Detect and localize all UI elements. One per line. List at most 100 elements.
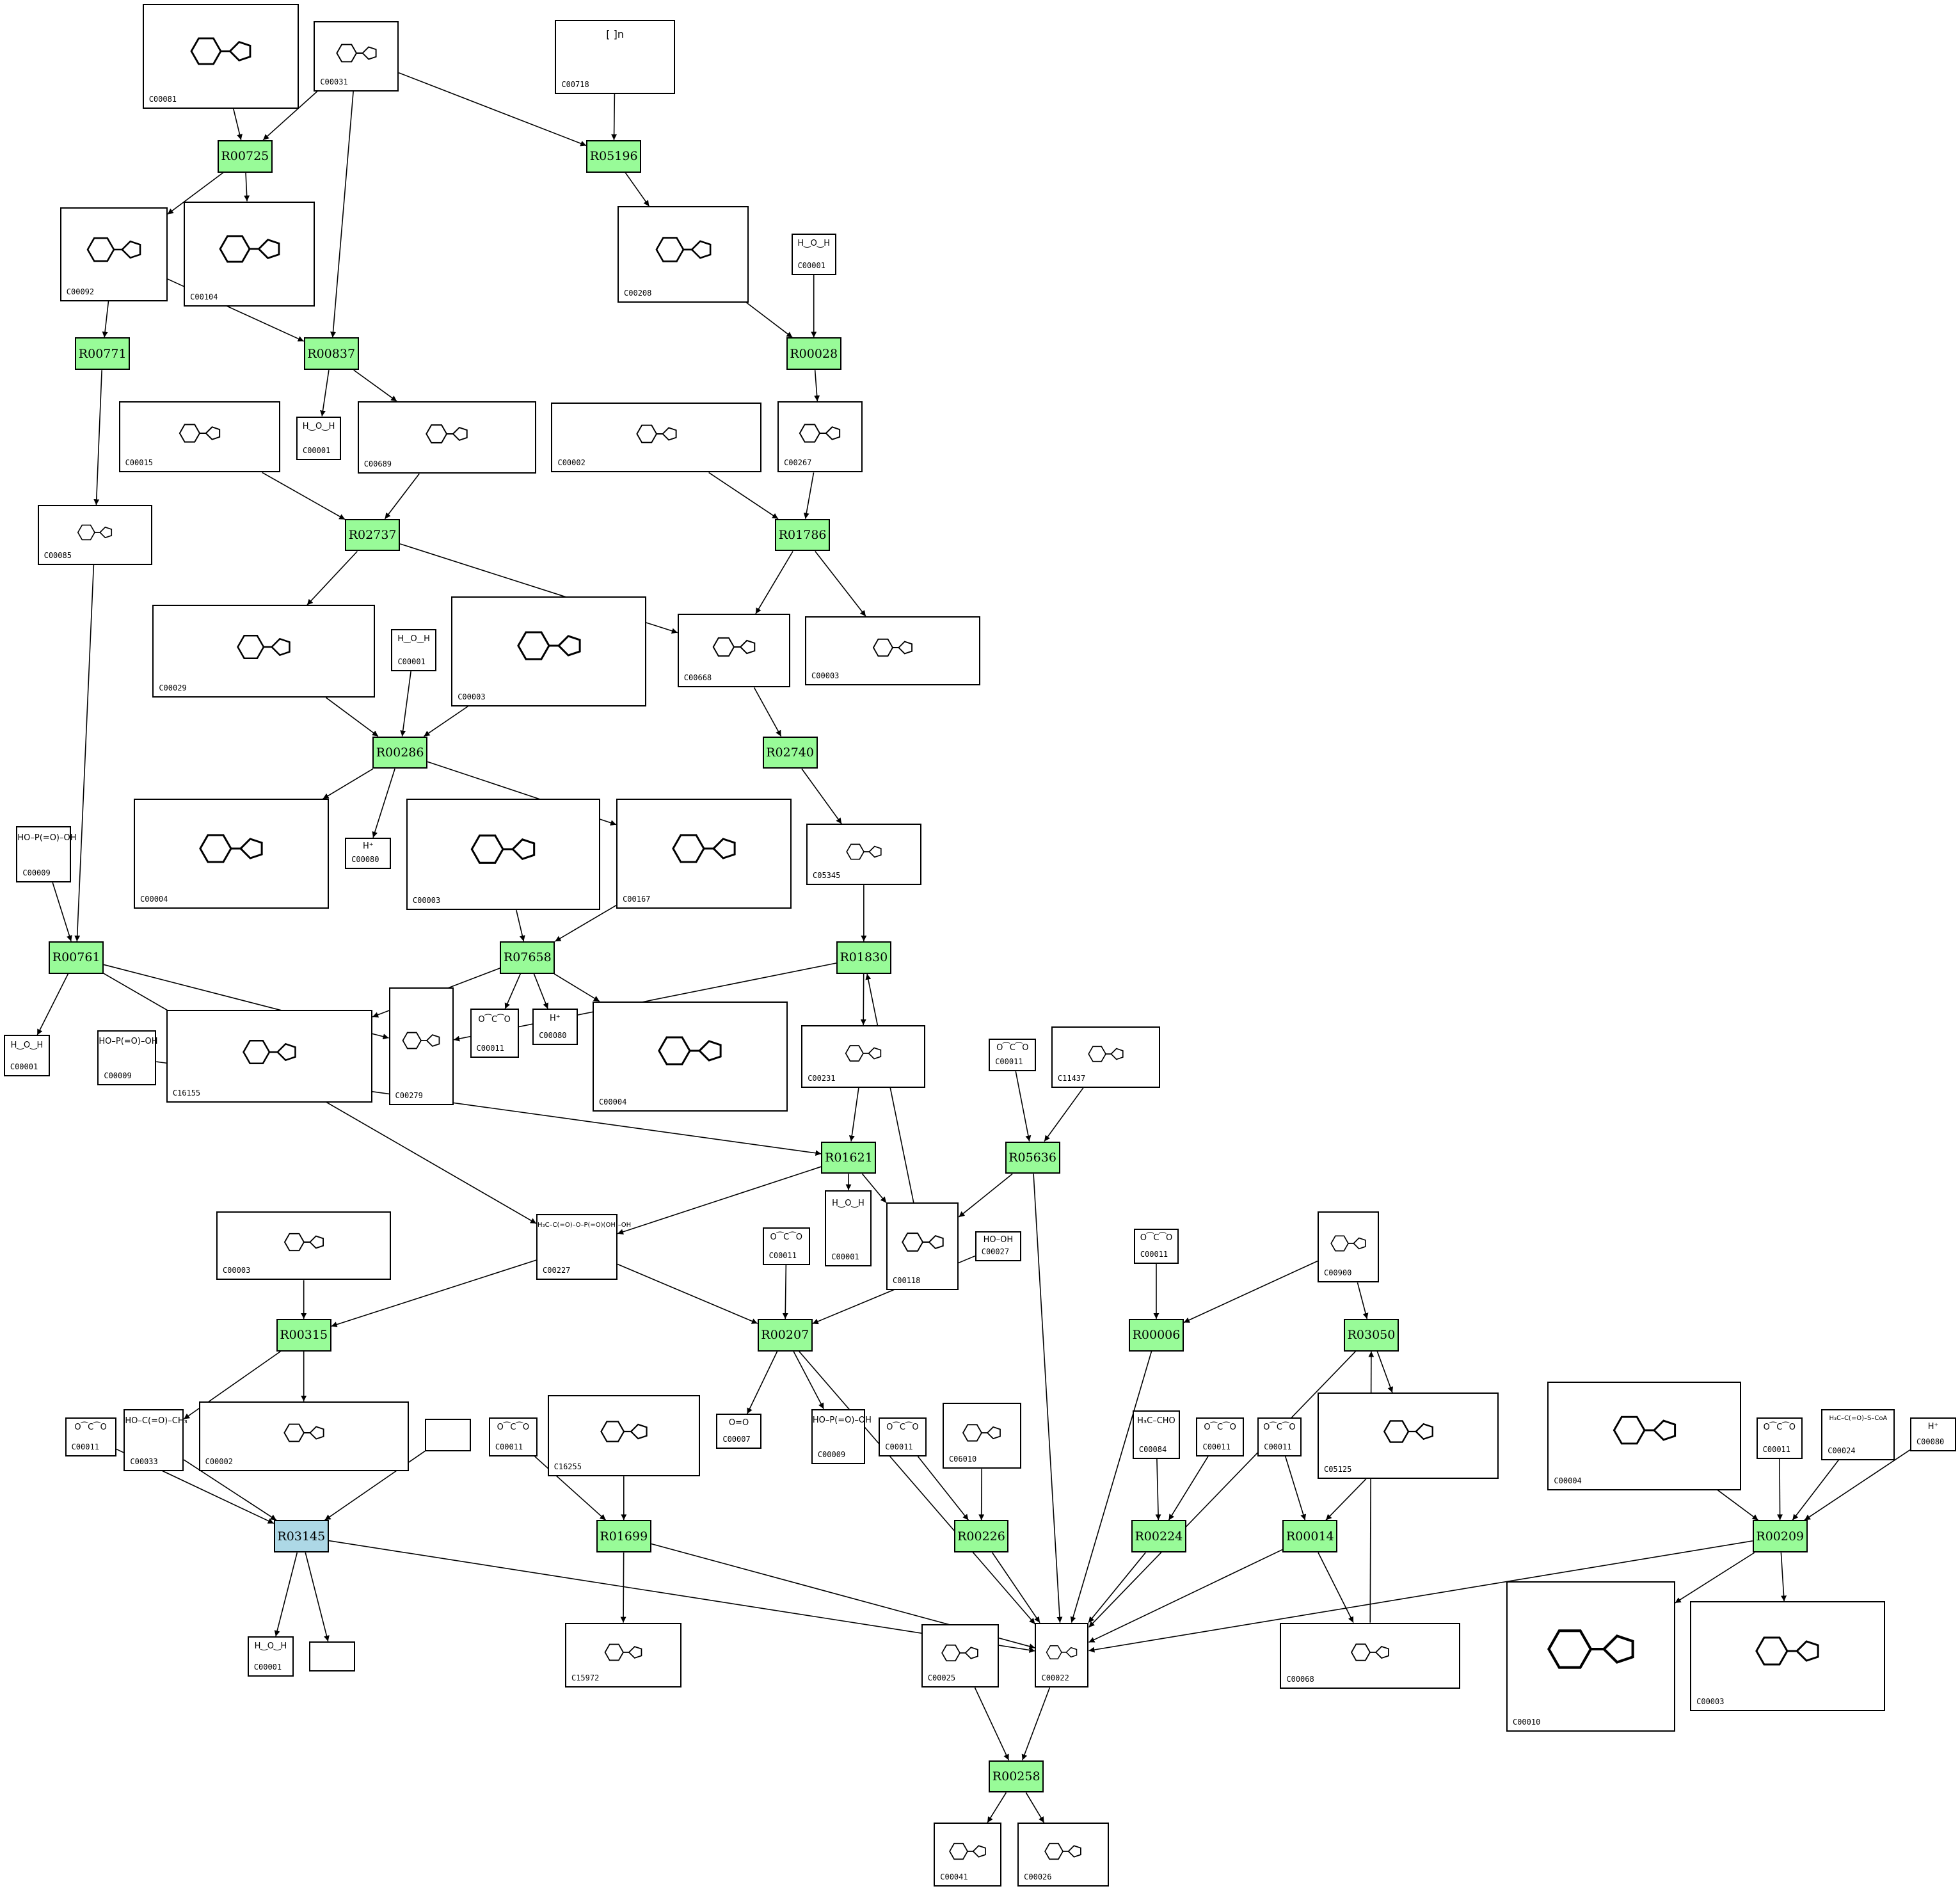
compound-node-c11437[interactable]: C11437 — [1051, 1026, 1160, 1088]
compound-node-c05125[interactable]: C05125 — [1317, 1392, 1499, 1479]
compound-node-c00003[interactable]: C00003 — [451, 596, 646, 706]
compound-node-c00003[interactable]: C00003 — [1690, 1601, 1885, 1712]
compound-node-c15972[interactable]: C15972 — [564, 1622, 681, 1688]
compound-node-c00029[interactable]: C00029 — [152, 605, 376, 698]
edge-arrow — [74, 564, 95, 942]
compound-structure: O⁀C⁀O — [74, 1422, 107, 1432]
compound-node-c00010[interactable]: C00010 — [1506, 1581, 1675, 1732]
reaction-node-r02737[interactable]: R02737 — [345, 518, 401, 552]
reaction-node-r01699[interactable]: R01699 — [596, 1520, 651, 1553]
reaction-node-r02740[interactable]: R02740 — [762, 736, 818, 769]
compound-node-c00002[interactable]: C00002 — [198, 1401, 409, 1472]
compound-node-c00279[interactable]: C00279 — [388, 987, 454, 1105]
compound-node-c00031[interactable]: C00031 — [314, 21, 399, 92]
compound-node-c00092[interactable]: C00092 — [60, 207, 168, 301]
compound-node-c00025[interactable]: C00025 — [921, 1624, 999, 1688]
compound-node-c00118[interactable]: C00118 — [886, 1202, 959, 1290]
compound-node-c00015[interactable]: C00015 — [118, 401, 280, 473]
reaction-node-r00761[interactable]: R00761 — [49, 941, 104, 974]
reaction-node-r00209[interactable]: R00209 — [1752, 1520, 1808, 1553]
reaction-node-r00006[interactable]: R00006 — [1129, 1318, 1184, 1352]
compound-node-c16155[interactable]: C16155 — [166, 1010, 373, 1103]
edge-arrow — [1318, 1552, 1354, 1624]
compound-node-c00080[interactable]: H⁺C00080 — [345, 837, 392, 869]
compound-node-c00022[interactable]: C00022 — [1035, 1622, 1089, 1688]
reaction-node-r00286[interactable]: R00286 — [372, 736, 428, 769]
reaction-node-r03145[interactable]: R03145 — [273, 1520, 329, 1553]
reaction-node-r00226[interactable]: R00226 — [953, 1520, 1009, 1553]
compound-node-c00900[interactable]: C00900 — [1317, 1211, 1379, 1283]
compound-node-c00085[interactable]: C00085 — [37, 505, 153, 565]
reaction-node-r01830[interactable]: R01830 — [836, 941, 891, 974]
reaction-node-r07658[interactable]: R07658 — [500, 941, 555, 974]
reaction-node-r03050[interactable]: R03050 — [1344, 1318, 1399, 1352]
compound-node-c00167[interactable]: C00167 — [616, 799, 792, 909]
compound-node-c00004[interactable]: C00004 — [134, 799, 329, 909]
reaction-node-r00725[interactable]: R00725 — [217, 140, 273, 173]
reaction-node-r00028[interactable]: R00028 — [786, 337, 841, 371]
compound-node-c00231[interactable]: C00231 — [801, 1025, 925, 1088]
compound-node-empty[interactable] — [425, 1419, 472, 1451]
edge-arrow — [803, 472, 815, 519]
reaction-node-r00315[interactable]: R00315 — [276, 1318, 331, 1352]
compound-node-c00004[interactable]: C00004 — [1547, 1381, 1742, 1490]
compound-node-c00004[interactable]: C00004 — [592, 1001, 788, 1112]
compound-node-c00267[interactable]: C00267 — [777, 401, 863, 473]
reaction-node-r01786[interactable]: R01786 — [775, 518, 831, 552]
compound-node-c00208[interactable]: C00208 — [617, 206, 749, 303]
reaction-node-r00837[interactable]: R00837 — [303, 337, 359, 371]
compound-node-c00068[interactable]: C00068 — [1280, 1622, 1460, 1689]
reaction-node-r00014[interactable]: R00014 — [1282, 1520, 1338, 1553]
molecule-structure-icon — [799, 424, 841, 443]
reaction-node-r05636[interactable]: R05636 — [1005, 1141, 1060, 1174]
reaction-node-r05196[interactable]: R05196 — [586, 140, 642, 173]
compound-node-c06010[interactable]: C06010 — [942, 1402, 1021, 1469]
reaction-node-r00771[interactable]: R00771 — [75, 337, 131, 371]
compound-node-c16255[interactable]: C16255 — [547, 1395, 700, 1477]
compound-node-empty[interactable] — [308, 1641, 355, 1672]
compound-node-c05345[interactable]: C05345 — [806, 824, 921, 886]
reaction-node-r01621[interactable]: R01621 — [821, 1141, 877, 1174]
compound-node-c00041[interactable]: C00041 — [934, 1823, 1001, 1887]
reaction-node-r00258[interactable]: R00258 — [989, 1760, 1044, 1793]
compound-node-c00104[interactable]: C00104 — [184, 201, 315, 307]
compound-node-c00002[interactable]: C00002 — [551, 403, 761, 473]
reaction-node-r00207[interactable]: R00207 — [757, 1318, 813, 1352]
compound-node-c00026[interactable]: C00026 — [1017, 1823, 1109, 1887]
compound-node-c00689[interactable]: C00689 — [357, 401, 537, 474]
compound-node-c00003[interactable]: C00003 — [805, 616, 980, 685]
reaction-node-r00224[interactable]: R00224 — [1131, 1520, 1186, 1553]
compound-node-c00080[interactable]: H⁺C00080 — [1909, 1417, 1957, 1451]
compound-node-c00081[interactable]: C00081 — [142, 3, 299, 109]
compound-node-c00003[interactable]: C00003 — [406, 799, 600, 911]
compound-node-c00003[interactable]: C00003 — [216, 1211, 392, 1281]
compound-node-c00080[interactable]: H⁺C00080 — [532, 1009, 578, 1046]
compound-node-c00668[interactable]: C00668 — [677, 614, 790, 688]
